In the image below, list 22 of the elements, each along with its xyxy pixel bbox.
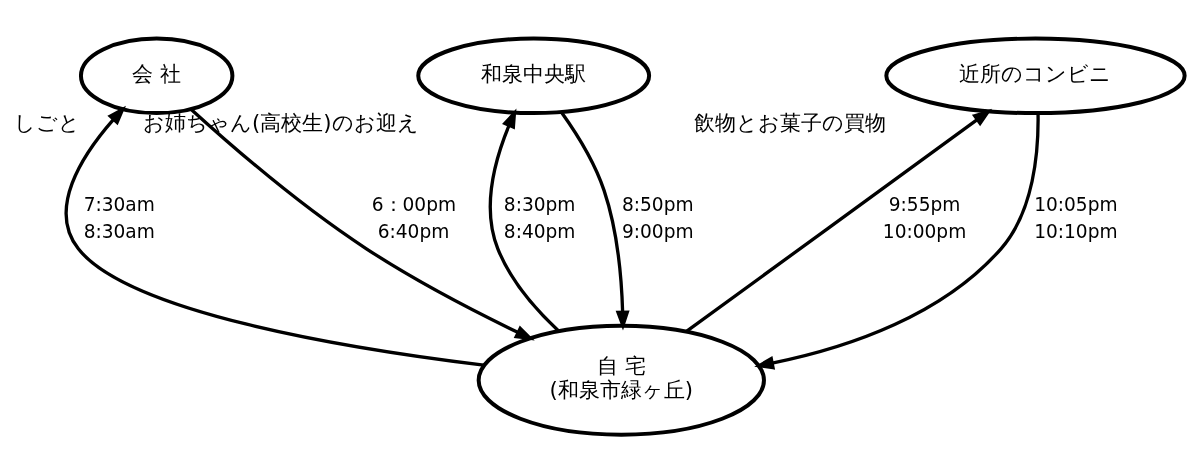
label: 10:10pm <box>1034 221 1118 243</box>
arrow <box>190 108 535 341</box>
label: 8:40pm <box>503 221 576 243</box>
node-ellipse: 近所のコンビニ <box>884 36 1187 116</box>
node-label: しごと <box>14 110 81 136</box>
label: 10:00pm <box>882 221 967 243</box>
arrow <box>560 111 630 331</box>
label: 9:55pm <box>888 193 961 215</box>
node-ellipse: 和泉中央駅 <box>416 36 652 116</box>
arrow <box>488 108 560 332</box>
arrow <box>754 113 1040 370</box>
label: 8:30am <box>83 221 155 243</box>
arrow <box>64 105 484 367</box>
label: 8:30pm <box>503 193 576 215</box>
label: 6:40pm <box>377 221 450 243</box>
arrow <box>685 108 993 333</box>
label: 9:00pm <box>621 221 694 243</box>
label: 10:05pm <box>1034 193 1118 215</box>
label: 6：00pm <box>371 193 457 215</box>
label: 7:30am <box>83 193 155 215</box>
node-label: 飲物とお菓子の買物 <box>693 110 886 136</box>
label: 8:50pm <box>621 193 694 215</box>
